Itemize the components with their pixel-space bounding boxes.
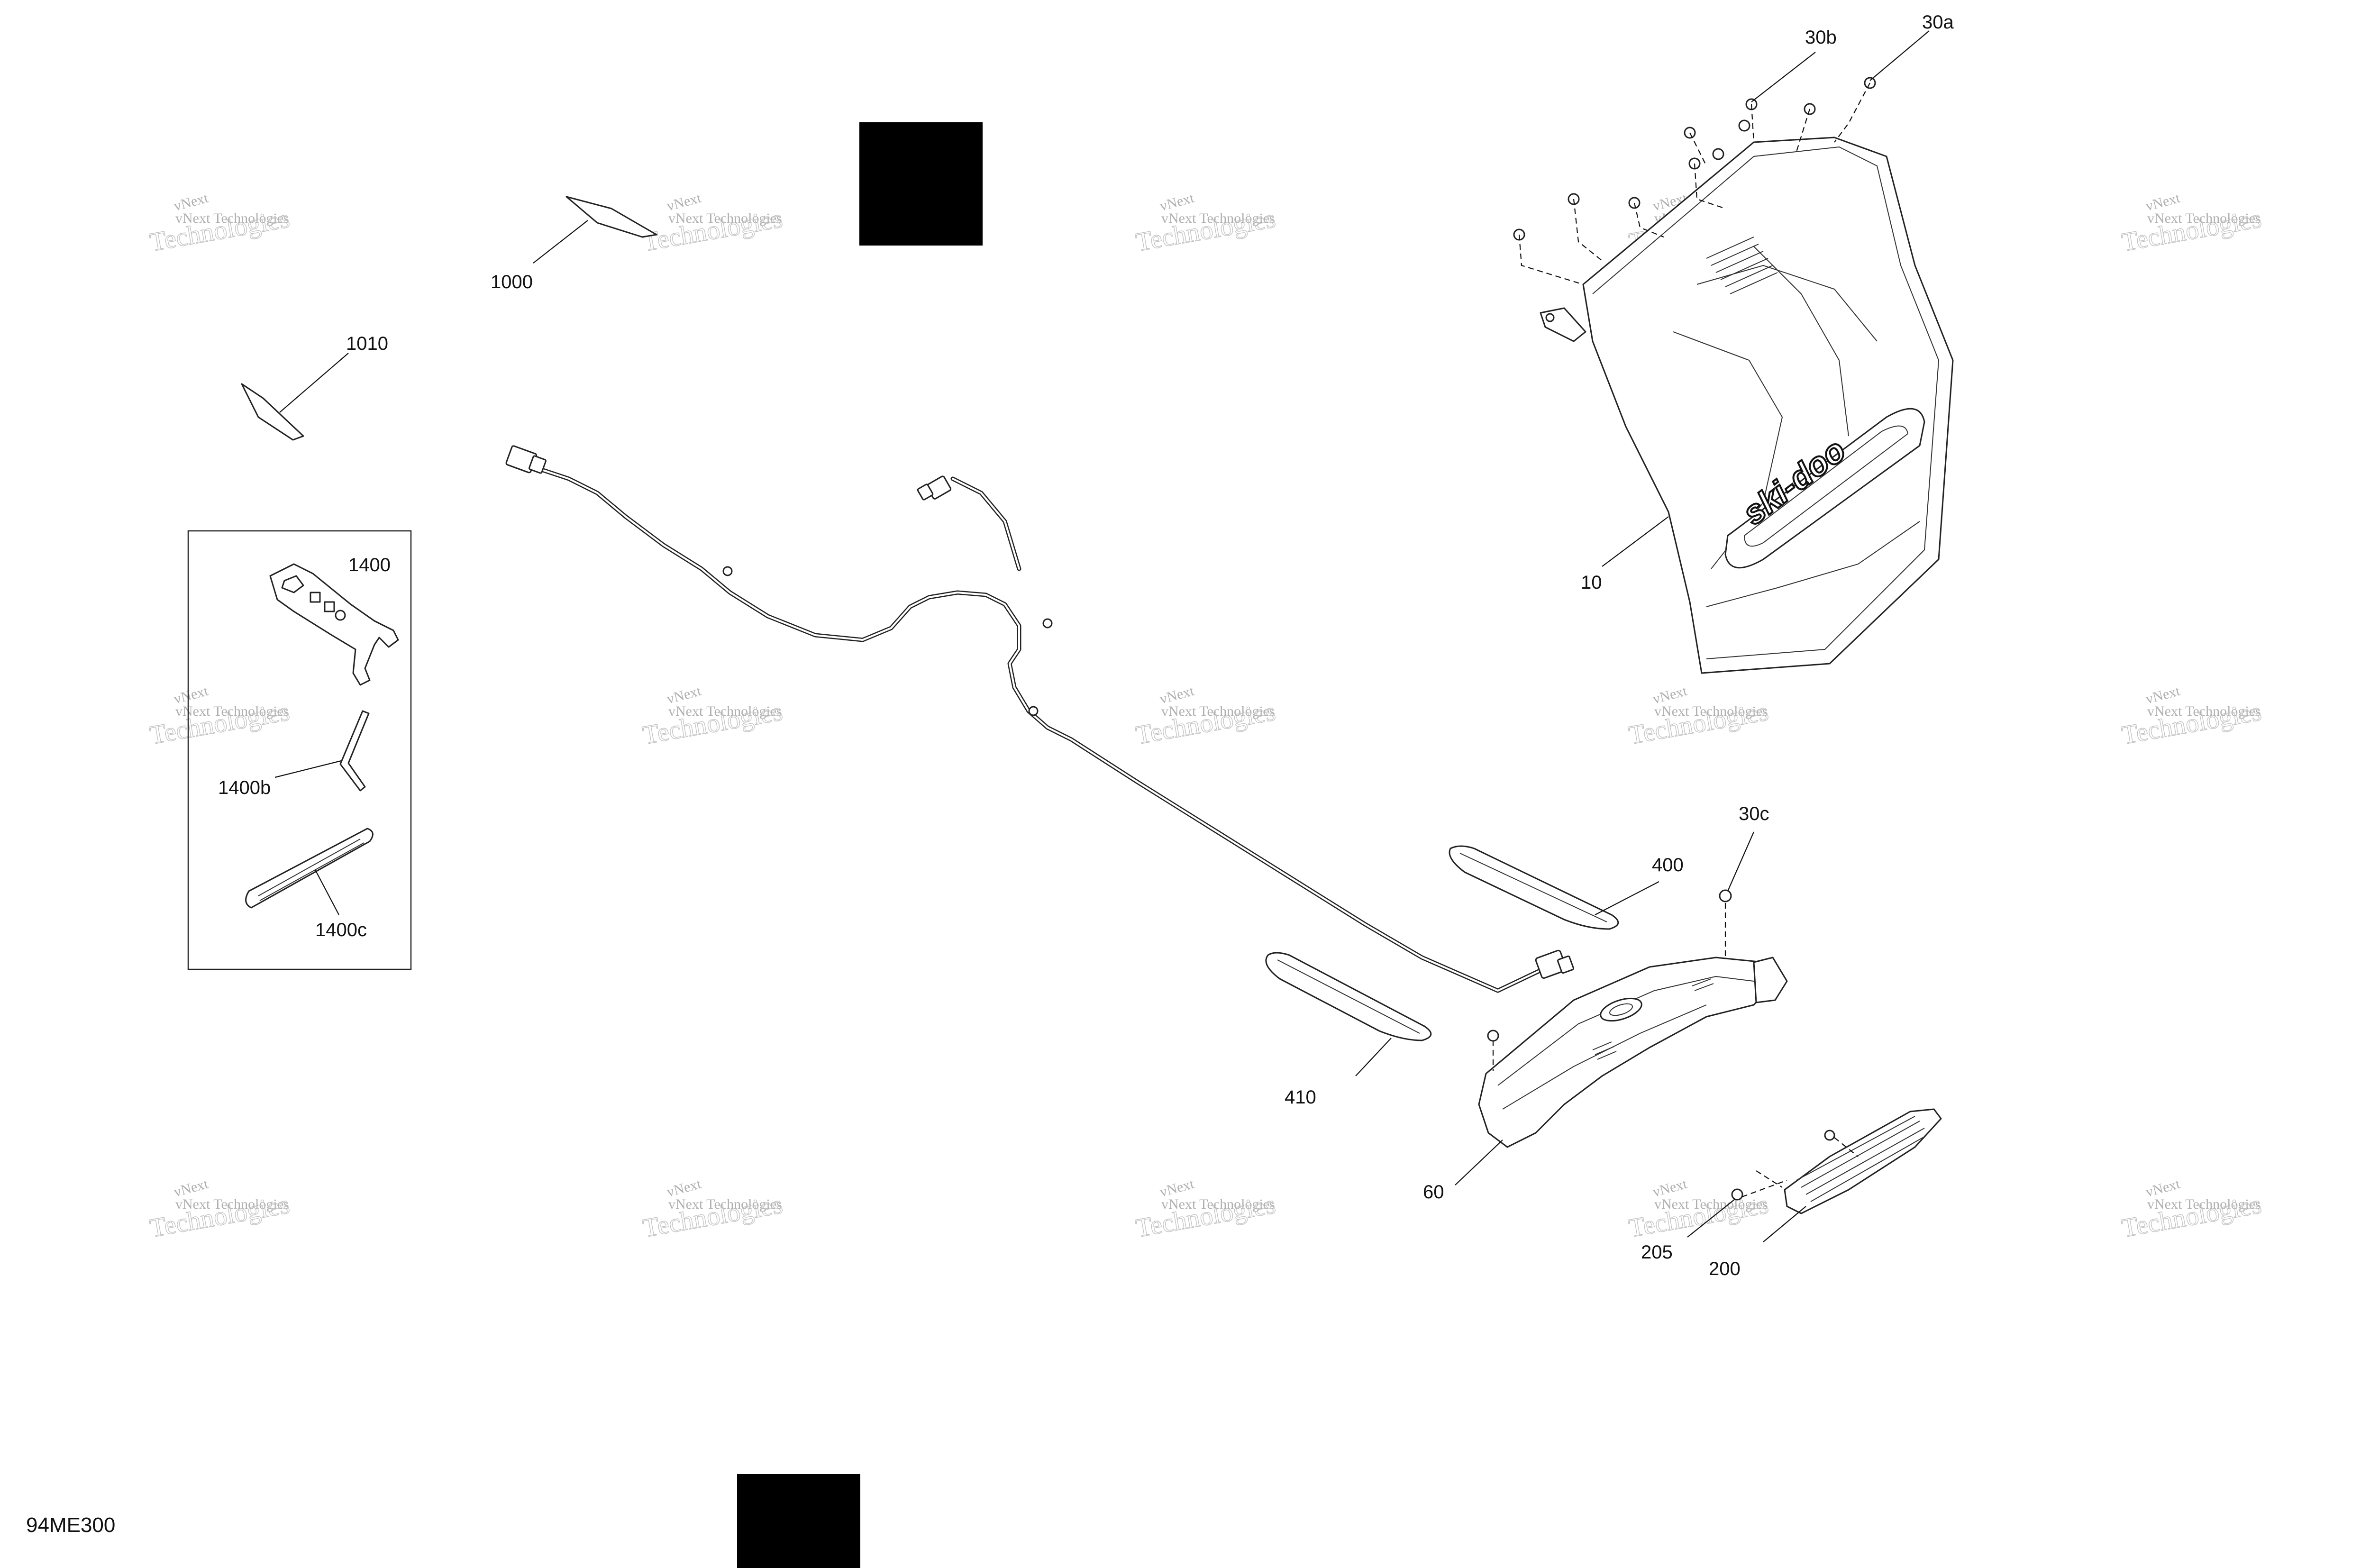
svg-text:vNext Technologies: vNext Technologies <box>1161 703 1275 719</box>
harness-connector-right <box>1535 949 1575 979</box>
watermark-2: vNext vNext Technologies Technologies <box>640 190 785 258</box>
fasteners-30 <box>1513 30 1930 285</box>
svg-text:vNext Technologies: vNext Technologies <box>175 1196 289 1212</box>
part-410-trim-strip: 410 <box>1265 952 1432 1108</box>
svg-text:vNext Technologies: vNext Technologies <box>2147 1196 2261 1212</box>
svg-text:vNext Technologies: vNext Technologies <box>175 703 289 719</box>
part-1010-decal: 1010 <box>241 333 388 441</box>
watermark-12: vNext vNext Technologies Technologies <box>640 1176 785 1244</box>
callout-205: 205 <box>1641 1242 1673 1263</box>
harness-connector-upper <box>917 475 952 501</box>
redaction-block-top <box>859 122 983 246</box>
part-1400b-hex-key: 1400b <box>218 710 370 798</box>
callout-10: 10 <box>1581 572 1602 593</box>
watermark-7: vNext vNext Technologies Technologies <box>640 683 785 751</box>
svg-text:vNext Technologies: vNext Technologies <box>668 210 782 226</box>
callout-30a: 30a <box>1922 12 1954 33</box>
svg-text:vNext Technologies: vNext Technologies <box>175 210 289 226</box>
svg-text:vNext Technologies: vNext Technologies <box>1654 703 1768 719</box>
svg-text:vNext Technologies: vNext Technologies <box>2147 703 2261 719</box>
callout-410: 410 <box>1285 1087 1316 1108</box>
watermark-9: vNext vNext Technologies Technologies <box>1626 683 1771 751</box>
part-10-rear-panel: ski-doo 10 3 <box>1513 12 1954 674</box>
svg-text:vNext Technologies: vNext Technologies <box>2147 210 2261 226</box>
watermark-1: vNext vNext Technologies Technologies <box>147 190 292 258</box>
lens-pattern <box>1796 1116 1925 1202</box>
svg-text:vNext Technologies: vNext Technologies <box>1161 1196 1275 1212</box>
harness-connector-left <box>505 445 547 474</box>
part-200-light-lens: 200 <box>1709 1108 1942 1279</box>
svg-text:vNext Technologies: vNext Technologies <box>668 703 782 719</box>
part-1400c-tool-holder: 1400c <box>245 828 374 940</box>
watermark-8: vNext vNext Technologies Technologies <box>1133 683 1278 751</box>
fastener-205: 205 <box>1641 1170 1787 1263</box>
callout-200: 200 <box>1709 1258 1741 1279</box>
panel-grille <box>1706 237 1778 294</box>
watermark-14: vNext vNext Technologies Technologies <box>1626 1176 1771 1244</box>
fastener-30c: 30c <box>1719 803 1769 957</box>
svg-text:vNext Technologies: vNext Technologies <box>1654 1196 1768 1212</box>
svg-text:vNext Technologies: vNext Technologies <box>1161 210 1275 226</box>
part-1000-decal: 1000 <box>491 196 657 292</box>
callout-1000: 1000 <box>491 272 533 292</box>
watermark-6: vNext vNext Technologies Technologies <box>147 683 292 751</box>
callout-1400: 1400 <box>348 555 391 575</box>
watermark-10: vNext vNext Technologies Technologies <box>2119 683 2264 751</box>
callout-30c: 30c <box>1739 803 1769 824</box>
callout-1400c: 1400c <box>315 920 367 940</box>
callout-400: 400 <box>1652 855 1684 875</box>
redaction-block-bottom <box>737 1474 860 1568</box>
part-400-trim-strip: 400 <box>1449 845 1684 930</box>
callout-30b: 30b <box>1805 27 1837 48</box>
watermark-11: vNext vNext Technologies Technologies <box>147 1176 292 1244</box>
callout-1010: 1010 <box>346 333 388 354</box>
watermark-5: vNext vNext Technologies Technologies <box>2119 190 2264 258</box>
wiring-harness <box>505 445 1575 993</box>
part-1400-spanner-wrench: 1400 <box>269 555 399 686</box>
svg-text:vNext Technologies: vNext Technologies <box>668 1196 782 1212</box>
diagram-code: 94ME300 <box>26 1513 115 1537</box>
housing-vents <box>1592 978 1714 1060</box>
watermark-15: vNext vNext Technologies Technologies <box>2119 1176 2264 1244</box>
callout-1400b: 1400b <box>218 777 271 798</box>
tool-kit-box: 1400 1400b 1400c <box>187 530 412 970</box>
callout-60: 60 <box>1423 1182 1444 1203</box>
watermark-13: vNext vNext Technologies Technologies <box>1133 1176 1278 1244</box>
watermark-3: vNext vNext Technologies Technologies <box>1133 190 1278 258</box>
part-60-light-housing: 60 <box>1423 957 1788 1203</box>
